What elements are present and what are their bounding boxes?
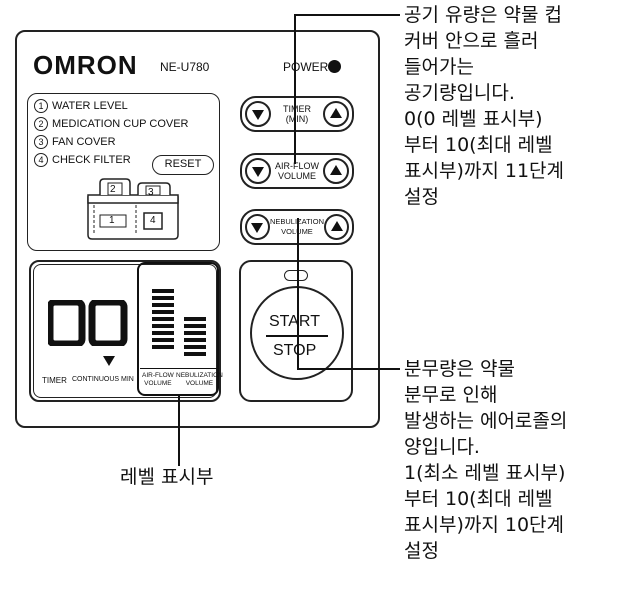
level-bar: [152, 303, 174, 307]
nebulizer-device-diagram: [87, 178, 179, 240]
level-bar: [152, 317, 174, 321]
nebulization-level-bars: [184, 317, 206, 359]
brand-logo: OMRON: [33, 50, 138, 80]
nebulization-annotation: 분무량은 약물 분무로 인해 발생하는 에어로졸의 양입니다. 1(최소 레벨 …: [404, 358, 568, 562]
nebulization-volume-display-label: NEBULIZATION VOLUME: [176, 372, 223, 387]
device-part-label: 4: [150, 215, 156, 226]
continuous-min-label: CONTINUOUS MIN: [72, 376, 134, 383]
triangle-up-icon: [330, 108, 342, 118]
status-legend-box: [27, 93, 220, 251]
level-bar: [184, 324, 206, 328]
timer-display-label: TIMER: [42, 376, 67, 385]
airflow-leader-line: [294, 14, 400, 16]
level-bar: [184, 331, 206, 335]
level-bar: [152, 338, 174, 342]
start-stop-panel: [239, 260, 353, 402]
airflow-level-bars: [152, 289, 174, 359]
continuous-indicator-icon: [103, 356, 115, 366]
triangle-down-icon: [252, 167, 264, 177]
display-inner-frame: [33, 264, 217, 398]
level-bar: [152, 345, 174, 349]
level-bar: [152, 310, 174, 314]
level-display-indicator: [137, 262, 219, 396]
timer-digits: [48, 300, 128, 346]
airflow-volume-display-label: AIR-FLOW VOLUME: [142, 372, 174, 387]
airflow-leader-line: [294, 14, 296, 164]
level-bar: [152, 331, 174, 335]
triangle-down-icon: [252, 110, 264, 120]
display-panel: [29, 260, 221, 402]
level-display-leader-line: [178, 396, 180, 466]
stop-label: STOP: [273, 342, 317, 359]
nebulization-leader-line: [297, 368, 400, 370]
device-part-label: 2: [110, 184, 116, 195]
timer-increase-button[interactable]: [323, 101, 349, 127]
airflow-annotation: 공기 유량은 약물 컵 커버 안으로 흘러 들어가는 공기량입니다. 0(0 레…: [404, 4, 564, 208]
triangle-down-icon: [251, 223, 264, 233]
level-bar: [152, 289, 174, 293]
timer-decrease-button[interactable]: [245, 101, 271, 127]
level-bar: [184, 338, 206, 342]
device-part-label: 1: [109, 215, 115, 226]
start-label: START: [269, 313, 320, 330]
status-lamp: [284, 270, 308, 281]
reset-button[interactable]: RESET: [152, 155, 214, 175]
level-display-annotation: 레벨 표시부: [120, 466, 214, 488]
triangle-up-icon: [330, 221, 343, 231]
device-part-label: 3: [148, 187, 154, 198]
airflow-decrease-button[interactable]: [245, 158, 271, 184]
timer-label: TIMER(MIN): [283, 104, 311, 124]
nebulization-leader-line: [297, 218, 299, 368]
model-label: NE-U780: [160, 60, 210, 74]
nebulization-decrease-button[interactable]: [245, 214, 270, 240]
level-bar: [184, 317, 206, 321]
level-bar: [184, 352, 206, 356]
power-indicator-icon: [328, 60, 341, 73]
timer-control: TIMER(MIN): [240, 96, 354, 132]
level-bar: [152, 296, 174, 300]
level-bar: [152, 324, 174, 328]
triangle-up-icon: [330, 165, 342, 175]
power-label: POWER: [283, 60, 329, 74]
level-label-strip: [140, 368, 217, 394]
airflow-increase-button[interactable]: [323, 158, 349, 184]
level-bar: [184, 345, 206, 349]
nebulization-increase-button[interactable]: [324, 214, 349, 240]
